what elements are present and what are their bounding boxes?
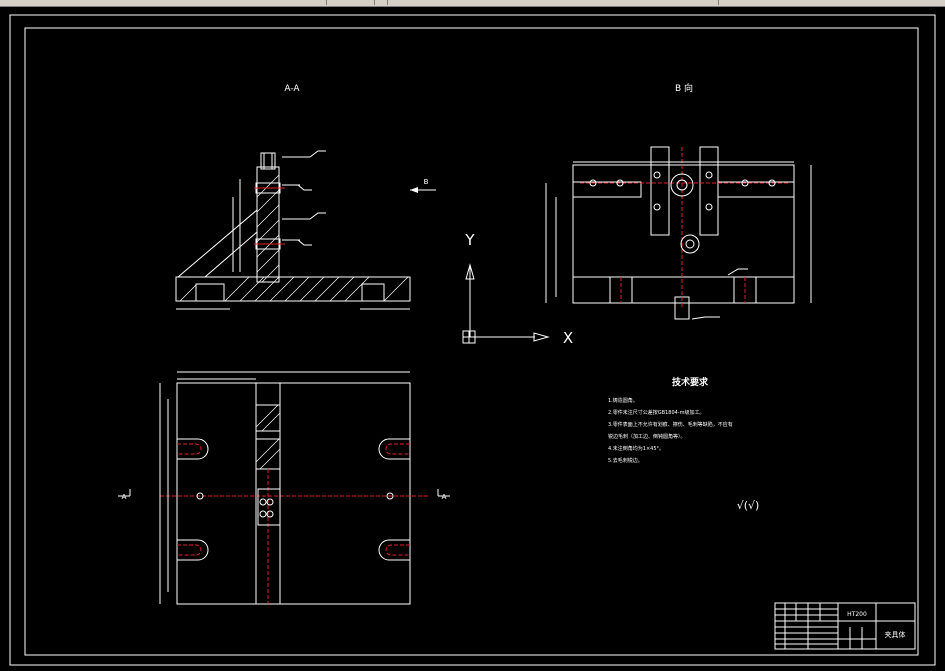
base-hatching: [179, 276, 409, 302]
technical-requirements: 技术要求 1.铸造圆角。 2.零件未注尺寸公差按GB1804-m级加工。 3.零…: [608, 376, 733, 464]
roughness-note: √(√): [737, 499, 760, 512]
drawing-frame: [24, 27, 919, 656]
section-aa-label: A-A: [284, 84, 300, 94]
cad-drawing-canvas[interactable]: A-A: [0, 7, 945, 671]
tech-req-line: 1.铸造圆角。: [608, 397, 638, 404]
section-aa-view[interactable]: A-A: [175, 84, 411, 310]
toolbar-segment: [719, 0, 945, 5]
title-block-material: HT200: [847, 611, 867, 618]
plan-view[interactable]: A A: [118, 371, 450, 605]
section-marker-left: A: [122, 493, 127, 501]
ucs-y-label: Y: [464, 231, 475, 249]
outer-border: [9, 14, 936, 666]
tech-req-line: 5.去毛刺锐边。: [608, 457, 643, 464]
view-b-arrow-label: B: [424, 178, 429, 186]
window-title-bar: [0, 0, 945, 7]
web-hatching: [256, 174, 280, 283]
toolbar-segment: [327, 0, 375, 5]
tech-req-line: 2.零件未注尺寸公差按GB1804-m级加工。: [608, 409, 704, 416]
tech-req-line: 4.未注倒角均为1×45°。: [608, 445, 664, 452]
view-b-label: B 向: [675, 82, 693, 94]
tech-req-line: 锐边毛刺（加工边、倒钝圆角等）。: [608, 433, 686, 440]
toolbar-segment: [375, 0, 388, 5]
view-b[interactable]: B 向: [545, 82, 812, 320]
title-block[interactable]: HT200 夹具体: [774, 602, 916, 650]
toolbar-segment: [388, 0, 719, 5]
ucs-icon[interactable]: Y X: [462, 231, 573, 347]
title-block-drawing-name: 夹具体: [885, 630, 906, 639]
section-marker-right: A: [442, 493, 447, 501]
view-b-arrow: B: [410, 178, 436, 193]
ucs-x-label: X: [563, 329, 573, 347]
toolbar-segment: [0, 0, 327, 5]
tech-req-line: 3.零件表面上不允许有划痕、擦伤、毛刺等缺陷，不应有: [608, 421, 733, 428]
tech-req-title: 技术要求: [672, 376, 709, 388]
